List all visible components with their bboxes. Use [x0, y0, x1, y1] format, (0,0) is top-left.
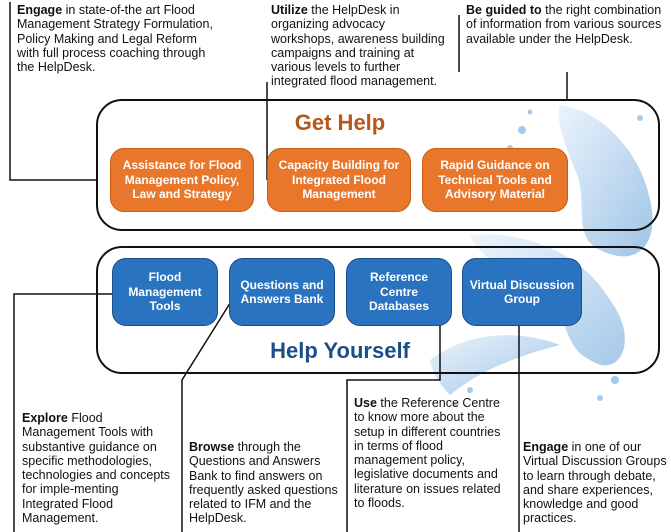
connector-explore [13, 293, 122, 532]
tile-assistance-flood-policy[interactable]: Assistance for Flood Management Policy, … [110, 148, 254, 212]
tile-questions-answers-bank[interactable]: Questions and Answers Bank [229, 258, 335, 326]
tile-capacity-building[interactable]: Capacity Building for Integrated Flood M… [267, 148, 411, 212]
connector-engage-top [9, 2, 96, 181]
note-use-reference: Use the Reference Centre to know more ab… [354, 396, 501, 511]
note-explore-tools: Explore Flood Management Tools with subs… [22, 411, 171, 526]
connector-browse [181, 299, 233, 532]
get-help-panel [96, 99, 660, 231]
note-be-guided: Be guided to the right combination of in… [466, 3, 662, 46]
tile-rapid-guidance[interactable]: Rapid Guidance on Technical Tools and Ad… [422, 148, 568, 212]
tile-reference-centre-databases[interactable]: Reference Centre Databases [346, 258, 452, 326]
note-engage-discussion: Engage in one of our Virtual Discussion … [523, 440, 667, 526]
get-help-title: Get Help [294, 110, 386, 135]
help-yourself-panel [96, 246, 660, 374]
tile-flood-management-tools[interactable]: Flood Management Tools [112, 258, 218, 326]
help-yourself-title: Help Yourself [270, 338, 410, 363]
tile-virtual-discussion-group[interactable]: Virtual Discussion Group [462, 258, 582, 326]
note-engage-strategy: Engage in state-of-the art Flood Managem… [17, 3, 213, 75]
note-utilize-helpdesk: Utilize the HelpDesk in organizing advoc… [271, 3, 445, 89]
connector-use [346, 308, 441, 532]
note-browse-qa: Browse through the Questions and Answers… [189, 440, 338, 526]
